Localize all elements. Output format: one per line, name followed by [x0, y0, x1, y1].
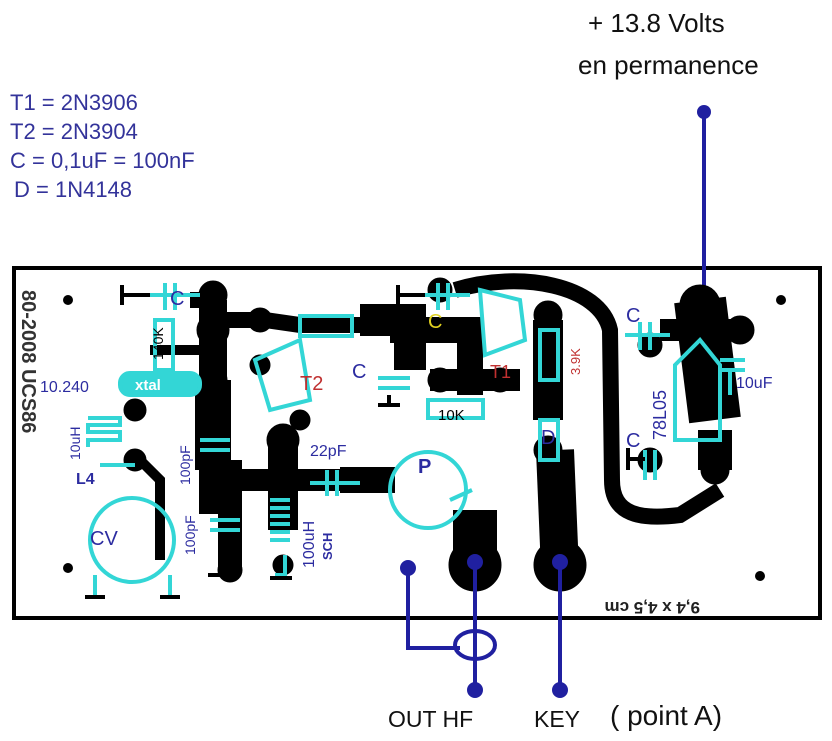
note-t1: T1 = 2N3906: [10, 90, 138, 115]
note-c: C = 0,1uF = 100nF: [10, 148, 195, 173]
label-c-mid: C: [352, 361, 366, 383]
label-10uh: 10uH: [67, 427, 83, 460]
label-c-top-left: C: [170, 288, 184, 310]
supply-line2: en permanence: [578, 50, 759, 80]
label-t2: T2: [300, 373, 323, 395]
label-22pf: 22pF: [310, 443, 347, 460]
label-100pf-a: 100pF: [177, 445, 193, 485]
label-10k: 10K: [438, 407, 465, 424]
ground-symbols: [85, 285, 645, 599]
label-freq: 10.240: [40, 379, 89, 396]
board-size-text: 9,4 x 4,5 cm: [605, 598, 700, 617]
label-140k: 140K: [150, 327, 166, 360]
out-hf-label: OUT HF: [388, 706, 474, 732]
label-10uf: 10uF: [736, 375, 773, 392]
output-wires: [400, 554, 568, 698]
label-100pf-b: 100pF: [182, 515, 198, 555]
board-side-text: 80-2008 UCS86: [17, 290, 39, 433]
label-xtal: xtal: [135, 377, 161, 394]
label-d: D: [541, 427, 555, 449]
key-label: KEY: [534, 706, 581, 732]
key-point-note: ( point A): [610, 700, 723, 731]
label-cv: CV: [90, 528, 118, 550]
label-c-yellow: C: [428, 311, 442, 333]
note-d: D = 1N4148: [14, 177, 133, 202]
label-100r: 100R: [306, 319, 342, 336]
copper-traces: [123, 273, 755, 592]
label-c-right: C: [626, 305, 640, 327]
supply-wire: [697, 105, 711, 300]
label-c-bottom-right: C: [626, 430, 640, 452]
component-overlays: [86, 283, 745, 595]
label-100uh: 100uH: [301, 521, 318, 568]
label-t1: T1: [490, 362, 511, 382]
label-78l05: 78L05: [650, 390, 670, 440]
supply-line1: + 13.8 Volts: [588, 8, 725, 38]
label-p: P: [418, 456, 431, 478]
label-sch: SCH: [320, 533, 335, 560]
label-3-9k: 3.9K: [568, 348, 583, 375]
note-t2: T2 = 2N3904: [10, 119, 138, 144]
label-l4: L4: [76, 471, 95, 488]
component-labels: C 140K 10.240 xtal 10uH L4 CV 100pF 100p…: [17, 288, 773, 617]
